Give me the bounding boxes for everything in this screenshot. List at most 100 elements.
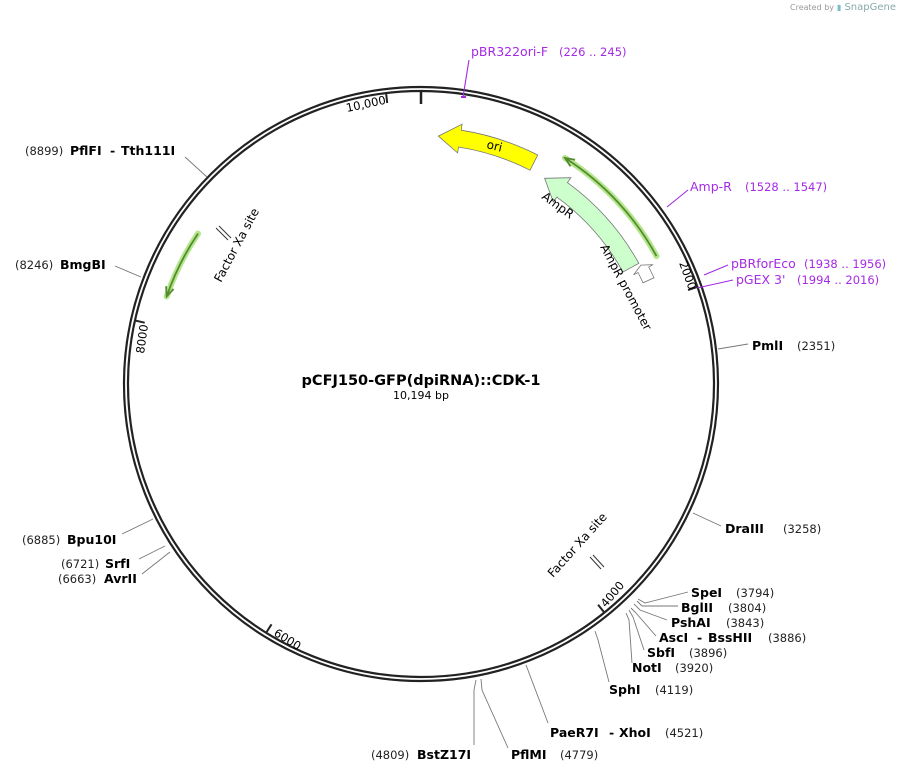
primer-binding-arrow-right <box>564 157 658 257</box>
primer-name[interactable]: pBRforEco <box>731 256 796 271</box>
enzyme-position: (6663) <box>58 572 96 586</box>
snapgene-credit: Created by ▮ SnapGene <box>790 2 896 13</box>
enzyme-site-srfi[interactable]: (6721) SrfI <box>61 556 130 571</box>
enzyme-name: XhoI <box>619 725 651 740</box>
ori-label: ori <box>485 137 504 154</box>
enzyme-site-sphi[interactable]: SphI (4119) <box>609 682 693 697</box>
enzyme-name: PshAI <box>671 615 711 630</box>
enzyme-site-bpu10i[interactable]: (6885) Bpu10I <box>22 532 116 547</box>
enzyme-position: (4521) <box>665 726 703 740</box>
enzyme-name: PflFI <box>70 143 102 158</box>
enzyme-site-avrii[interactable]: (6663) AvrII <box>58 571 137 586</box>
enzyme-site-noti[interactable]: NotI (3920) <box>632 660 713 675</box>
enzyme-name: BstZ17I <box>417 747 471 762</box>
enzyme-site-bstz17i[interactable]: (4809) BstZ17I <box>371 747 471 762</box>
enzyme-position: (8246) <box>15 258 53 272</box>
enzyme-site-paer7i[interactable]: PaeR7I - XhoI (4521) <box>550 725 703 740</box>
primer-lead <box>703 264 729 276</box>
enzyme-site-pflfi[interactable]: (8899) PflFI - Tth111I <box>25 143 175 158</box>
enzyme-name: BssHII <box>708 630 752 645</box>
features <box>163 123 660 300</box>
tick-mark <box>687 286 697 292</box>
primer-lead <box>666 189 689 208</box>
enzyme-name: BmgBI <box>60 257 106 272</box>
enzyme-position: (3794) <box>736 586 774 600</box>
enzyme-site-spei[interactable]: SpeI (3794) <box>691 585 774 600</box>
primer-binding-arrow-right-head <box>563 156 576 167</box>
factor-xa-mark-1 <box>215 225 232 241</box>
tick-mark <box>265 623 273 633</box>
enzyme-site-pflmi[interactable]: PflMI (4779) <box>511 747 598 762</box>
factor-xa-label-1: Factor Xa site <box>211 206 262 285</box>
primer-binding-arrow-left <box>165 233 199 297</box>
enzyme-position: (4119) <box>655 683 693 697</box>
credit-brand: SnapGene <box>844 2 896 13</box>
tick-mark <box>597 604 605 613</box>
factor-xa-label-2: Factor Xa site <box>545 510 610 580</box>
enzyme-separator: - <box>110 143 115 158</box>
credit-prefix: Created by <box>790 3 835 12</box>
plasmid-name: pCFJ150-GFP(dpiRNA)::CDK-1 <box>302 373 541 389</box>
primer-lead <box>696 279 734 289</box>
enzyme-name: Tth111I <box>121 143 175 158</box>
enzyme-site-draiii[interactable]: DraIII (3258) <box>725 521 821 536</box>
tick-label-2000: 2000 <box>676 259 699 291</box>
enzyme-leads <box>114 156 749 749</box>
tick-marks <box>135 93 697 633</box>
ampr-feature-arrow <box>544 177 640 273</box>
enzyme-name: AvrII <box>104 571 137 586</box>
primer-lead <box>462 59 470 98</box>
enzyme-name: Bpu10I <box>67 532 116 547</box>
enzyme-name: SpeI <box>691 585 722 600</box>
enzyme-position: (3258) <box>783 522 821 536</box>
primer-range: (226 .. 245) <box>559 45 627 59</box>
enzyme-name: SbfI <box>647 645 675 660</box>
ampr-promoter-arrow <box>633 264 655 284</box>
enzyme-position: (4809) <box>371 748 409 762</box>
enzyme-position: (3804) <box>728 601 766 615</box>
factor-xa-mark-2 <box>589 554 605 570</box>
enzyme-site-pmli[interactable]: PmlI (2351) <box>752 338 835 353</box>
enzyme-name: AscI <box>659 630 688 645</box>
enzyme-position: (4779) <box>560 748 598 762</box>
enzyme-name: DraIII <box>725 521 764 536</box>
primer-name[interactable]: pGEX 3' <box>736 272 785 287</box>
enzyme-name: SrfI <box>105 556 130 571</box>
enzyme-name: PmlI <box>752 338 783 353</box>
enzyme-name: PaeR7I <box>550 725 599 740</box>
ori-feature-arrow <box>437 123 539 171</box>
enzyme-separator: - <box>697 630 702 645</box>
enzyme-name: PflMI <box>511 747 547 762</box>
primer-range: (1938 .. 1956) <box>804 257 886 271</box>
enzyme-position: (6885) <box>22 533 60 547</box>
tick-label-8000: 8000 <box>133 323 151 354</box>
primer-binding-arrow-left-glow <box>163 230 201 300</box>
enzyme-position: (2351) <box>797 339 835 353</box>
enzyme-site-bglii[interactable]: BglII (3804) <box>681 600 766 615</box>
primer-name[interactable]: pBR322ori-F <box>471 44 548 59</box>
enzyme-name: NotI <box>632 660 662 675</box>
enzyme-position: (3920) <box>675 661 713 675</box>
primer-binding-arrow-left-head <box>165 286 175 299</box>
primer-range: (1528 .. 1547) <box>745 180 827 194</box>
enzyme-separator: - <box>609 725 614 740</box>
enzyme-position: (6721) <box>61 557 99 571</box>
primer-mark <box>461 96 466 98</box>
enzyme-position: (3843) <box>726 616 764 630</box>
snapgene-logo-icon: ▮ <box>837 3 842 12</box>
tick-mark <box>135 319 145 324</box>
enzyme-position: (3886) <box>768 631 806 645</box>
primer-range: (1994 .. 2016) <box>797 273 879 287</box>
enzyme-site-sbfi[interactable]: SbfI (3896) <box>647 645 727 660</box>
enzyme-site-bmgbi[interactable]: (8246) BmgBI <box>15 257 106 272</box>
enzyme-site-asci[interactable]: AscI - BssHII (3886) <box>659 630 806 645</box>
tick-mark <box>385 93 389 104</box>
enzyme-site-pshai[interactable]: PshAI (3843) <box>671 615 764 630</box>
enzyme-name: BglII <box>681 600 713 615</box>
plasmid-length: 10,194 bp <box>393 389 449 402</box>
enzyme-name: SphI <box>609 682 641 697</box>
enzyme-position: (8899) <box>25 144 63 158</box>
primer-name[interactable]: Amp-R <box>690 179 732 194</box>
backbone-outer <box>122 85 720 683</box>
